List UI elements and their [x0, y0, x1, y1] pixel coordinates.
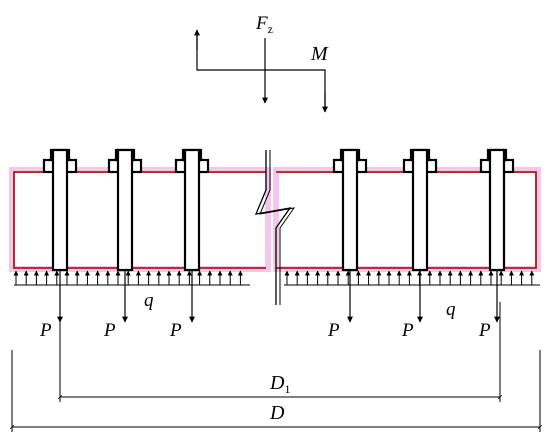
bolt — [42, 148, 78, 272]
P-label: P — [401, 320, 414, 341]
flange-glow-left — [9, 167, 271, 272]
P-label: P — [169, 320, 182, 341]
flange-body — [9, 167, 541, 272]
P-label: P — [478, 320, 491, 341]
moment-arrow-path — [196, 30, 326, 112]
fz-label: Fz — [255, 13, 273, 36]
bolt — [332, 148, 368, 272]
break-symbol — [254, 150, 296, 305]
bolt-load-P: P — [327, 270, 353, 341]
flange-left-half — [13, 171, 266, 269]
bolt — [402, 148, 438, 272]
bolt — [107, 148, 143, 272]
bolt-load-P: P — [103, 270, 128, 341]
distributed-load-q — [13, 270, 540, 286]
moment-label: M — [310, 43, 329, 65]
P-label: P — [327, 320, 340, 341]
bolt-load-P: P — [169, 270, 195, 341]
bolt-group — [42, 148, 515, 272]
P-label: P — [103, 320, 116, 341]
q-label-left: q — [144, 290, 154, 311]
bolt — [479, 148, 515, 272]
dimension-lines — [9, 302, 543, 432]
bolt-load-P: P — [478, 270, 500, 341]
q-label-right: q — [446, 299, 456, 320]
bolt-load-P: P — [401, 270, 423, 341]
d-label: D — [269, 402, 285, 424]
d1-label: D1 — [269, 372, 290, 396]
P-label: P — [39, 320, 52, 341]
load-system-top — [194, 29, 328, 113]
bolt — [174, 148, 210, 272]
